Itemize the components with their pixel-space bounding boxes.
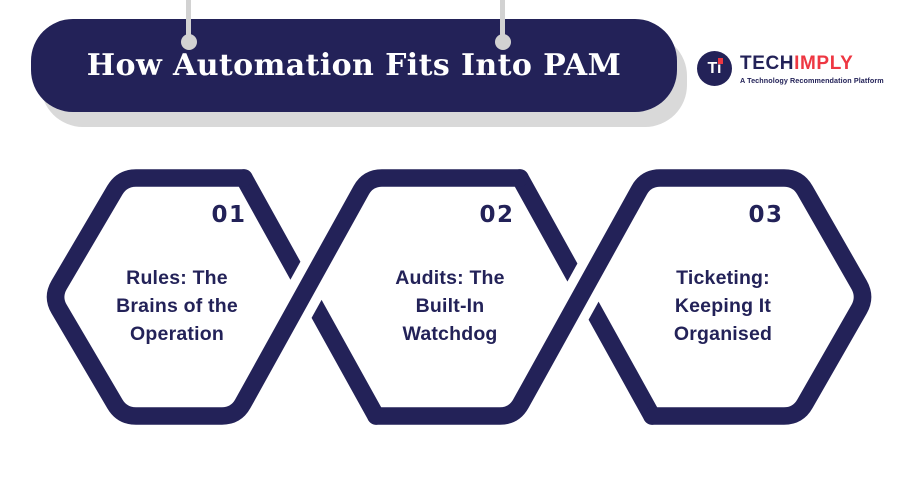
logo-name: TECHIMPLY — [740, 53, 884, 74]
header-banner: How Automation Fits Into PAM — [31, 19, 677, 112]
pin-line — [186, 0, 191, 38]
step-1-label-line: Operation — [130, 323, 224, 345]
pin-icon — [494, 0, 511, 50]
step-1-label: Rules: The Brains of the Operation — [82, 264, 272, 348]
step-2-label: Audits: The Built-In Watchdog — [355, 264, 545, 348]
pin-dot — [180, 34, 197, 50]
step-2-label-line: Built-In — [415, 295, 485, 317]
step-2-label-line: Audits: The — [395, 267, 505, 289]
step-3-number: 03 — [748, 202, 784, 228]
page-title: How Automation Fits Into PAM — [86, 48, 622, 83]
step-1-label-line: Rules: The — [126, 267, 228, 289]
techimply-logo: Ti TECHIMPLY A Technology Recommendation… — [697, 51, 884, 86]
chain-ribbon-right — [367, 169, 872, 425]
logo-tagline: A Technology Recommendation Platform — [740, 76, 884, 85]
logo-monogram: Ti — [707, 60, 722, 77]
logo-red-dot — [717, 58, 723, 64]
logo-text: TECHIMPLY A Technology Recommendation Pl… — [740, 51, 884, 85]
step-3-label: Ticketing: Keeping It Organised — [628, 264, 818, 348]
pin-line — [500, 0, 505, 38]
step-1-number: 01 — [211, 202, 247, 228]
techimply-monogram-icon: Ti — [697, 51, 732, 86]
step-3-label-line: Keeping It — [674, 295, 772, 317]
logo-name-imply: IMPLY — [794, 53, 854, 74]
pin-icon — [180, 0, 197, 50]
step-3-label-line: Organised — [673, 323, 773, 345]
pin-dot — [494, 34, 511, 50]
chain-ribbon-left — [46, 169, 529, 425]
step-2-label-line: Watchdog — [402, 323, 498, 345]
logo-name-tech: TECH — [740, 53, 795, 74]
step-2-number: 02 — [479, 202, 515, 228]
step-1-label-line: Brains of the — [116, 295, 238, 317]
step-3-label-line: Ticketing: — [676, 267, 770, 289]
